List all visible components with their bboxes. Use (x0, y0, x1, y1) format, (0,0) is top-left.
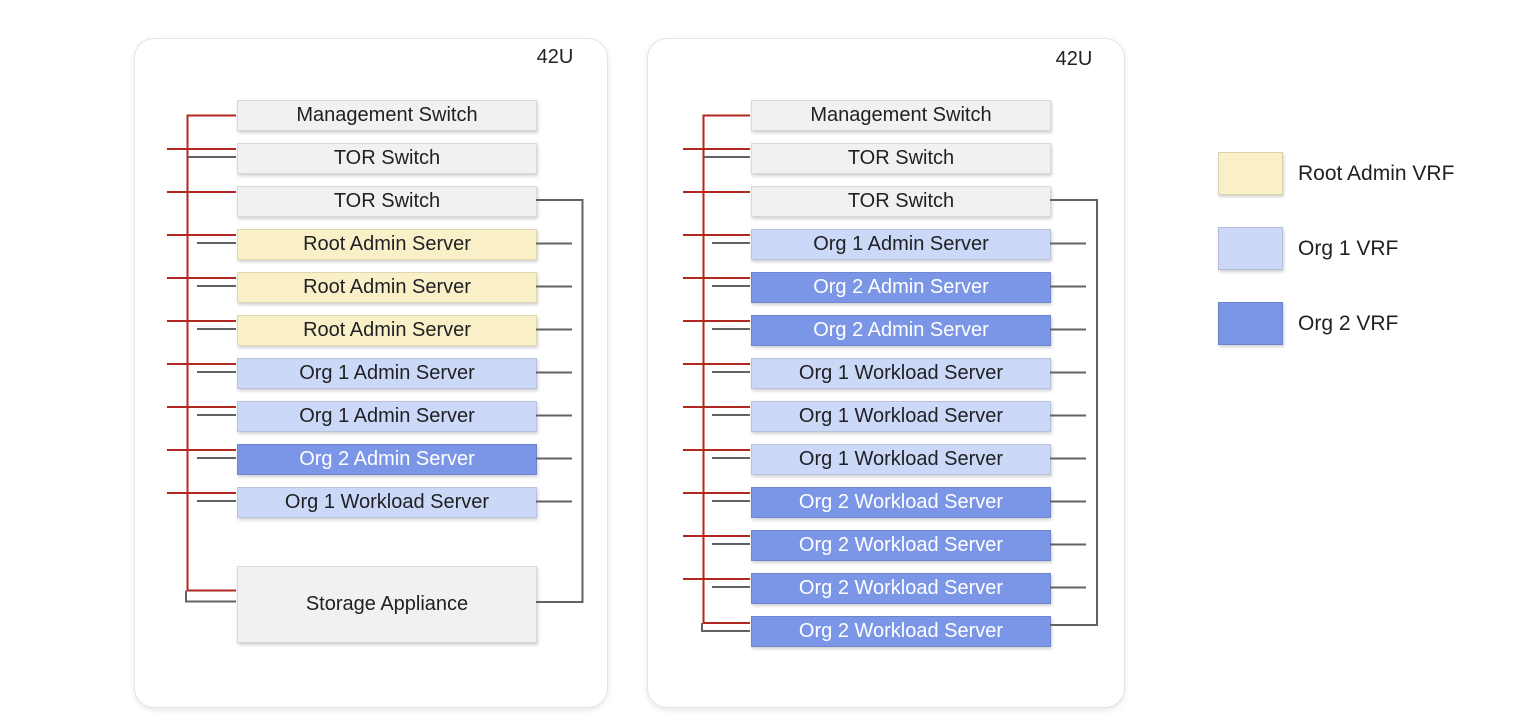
rack-unit-org-1-admin-server: Org 1 Admin Server (237, 401, 537, 432)
rack-unit-org-1-workload-server: Org 1 Workload Server (751, 444, 1051, 475)
rack-1-capacity-label: 42U (536, 46, 574, 68)
rack-unit-org-2-workload-server: Org 2 Workload Server (751, 530, 1051, 561)
rack-unit-tor-switch: TOR Switch (751, 143, 1051, 174)
rack-unit-tor-switch: TOR Switch (237, 143, 537, 174)
rack-unit-management-switch: Management Switch (237, 100, 537, 131)
rack-unit-root-admin-server: Root Admin Server (237, 315, 537, 346)
legend-label-root-admin-vrf: Root Admin VRF (1298, 162, 1455, 185)
rack-unit-root-admin-server: Root Admin Server (237, 272, 537, 303)
rack-2-capacity-label: 42U (1055, 48, 1093, 70)
rack-unit-storage-appliance: Storage Appliance (237, 566, 537, 643)
rack-unit-org-1-workload-server: Org 1 Workload Server (751, 401, 1051, 432)
legend-swatch-root-admin-vrf (1218, 152, 1283, 195)
rack-unit-org-1-workload-server: Org 1 Workload Server (751, 358, 1051, 389)
rack-unit-root-admin-server: Root Admin Server (237, 229, 537, 260)
legend-swatch-org-1-vrf (1218, 227, 1283, 270)
rack-unit-org-1-admin-server: Org 1 Admin Server (237, 358, 537, 389)
rack-unit-org-2-workload-server: Org 2 Workload Server (751, 573, 1051, 604)
legend-swatch-org-2-vrf (1218, 302, 1283, 345)
rack-unit-org-2-admin-server: Org 2 Admin Server (751, 315, 1051, 346)
rack-unit-management-switch: Management Switch (751, 100, 1051, 131)
legend-label-org-1-vrf: Org 1 VRF (1298, 237, 1399, 260)
rack-unit-org-2-admin-server: Org 2 Admin Server (237, 444, 537, 475)
rack-unit-tor-switch: TOR Switch (237, 186, 537, 217)
legend-label-org-2-vrf: Org 2 VRF (1298, 312, 1399, 335)
rack-unit-org-1-workload-server: Org 1 Workload Server (237, 487, 537, 518)
rack-unit-org-2-admin-server: Org 2 Admin Server (751, 272, 1051, 303)
rack-unit-org-2-workload-server: Org 2 Workload Server (751, 487, 1051, 518)
rack-unit-tor-switch: TOR Switch (751, 186, 1051, 217)
rack-unit-org-2-workload-server: Org 2 Workload Server (751, 616, 1051, 647)
rack-unit-org-1-admin-server: Org 1 Admin Server (751, 229, 1051, 260)
